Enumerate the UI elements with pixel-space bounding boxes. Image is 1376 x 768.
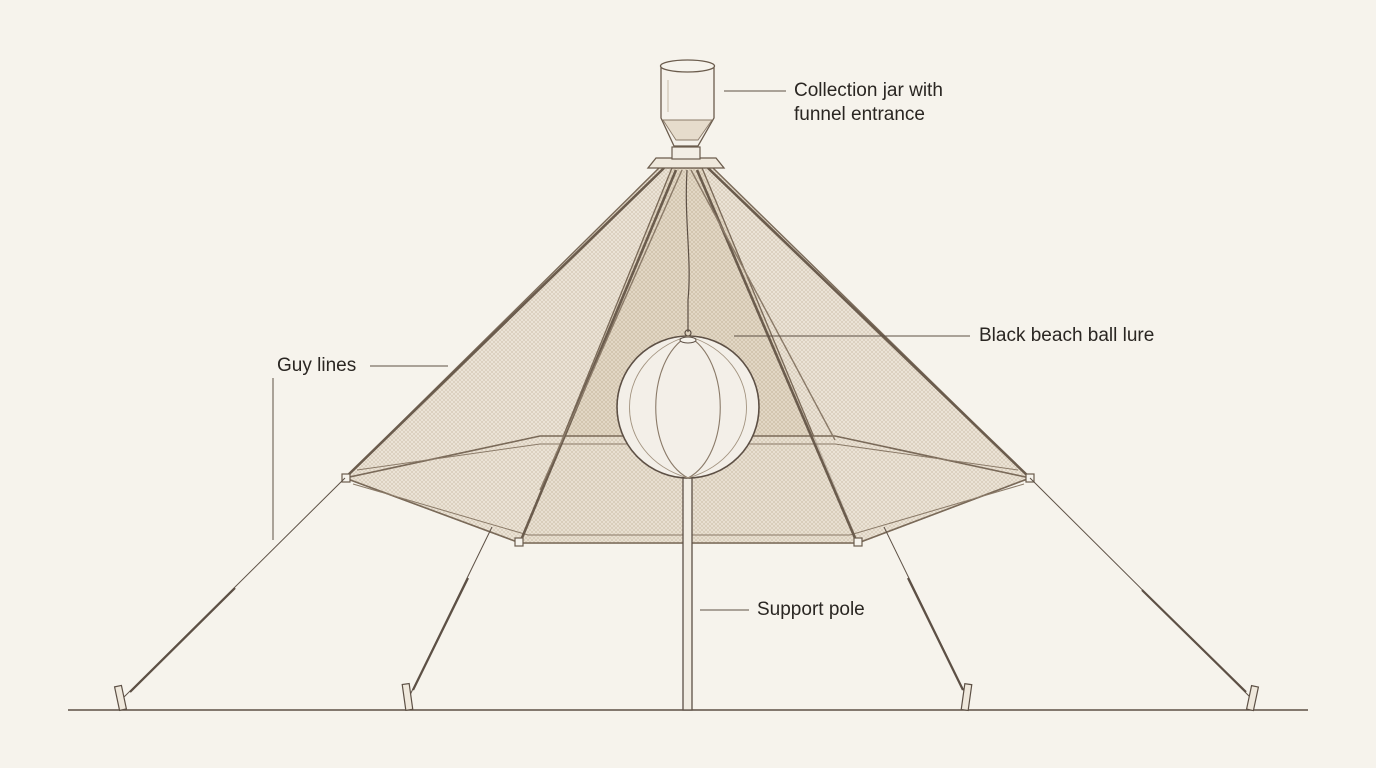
frame-pole-outer-left [344,167,665,479]
guy-line-tensioner [412,577,469,691]
guy-line-tensioner [907,577,964,691]
label-beach-ball: Black beach ball lure [979,325,1155,346]
label-jar-line-2: funnel entrance [794,104,925,125]
guy-line-tensioner [1141,589,1247,693]
ground-stake [1245,684,1260,712]
ground-stake [401,682,414,711]
beach-ball-lure [616,335,760,479]
ball-cord [685,169,690,332]
frame-pole-back-right [690,169,836,441]
guy-line-tensioner [129,587,236,693]
frame-pole-back-left [539,169,683,491]
pole-cap [853,537,863,547]
ground-stake [960,683,973,712]
frame-pole-inner-left [517,169,678,546]
pole-cap [514,537,524,547]
label-guy-lines: Guy lines [277,355,357,376]
label-support-pole: Support pole [757,599,865,620]
collection-jar [646,59,726,169]
ground-stake [113,684,128,712]
label-jar-line-1: Collection jar with [794,80,943,101]
frame-pole-outer-right [707,167,1031,479]
pole-cap [341,473,351,483]
support-pole [682,477,693,711]
label-collection-jar: Collection jar with funnel entrance [794,79,943,127]
